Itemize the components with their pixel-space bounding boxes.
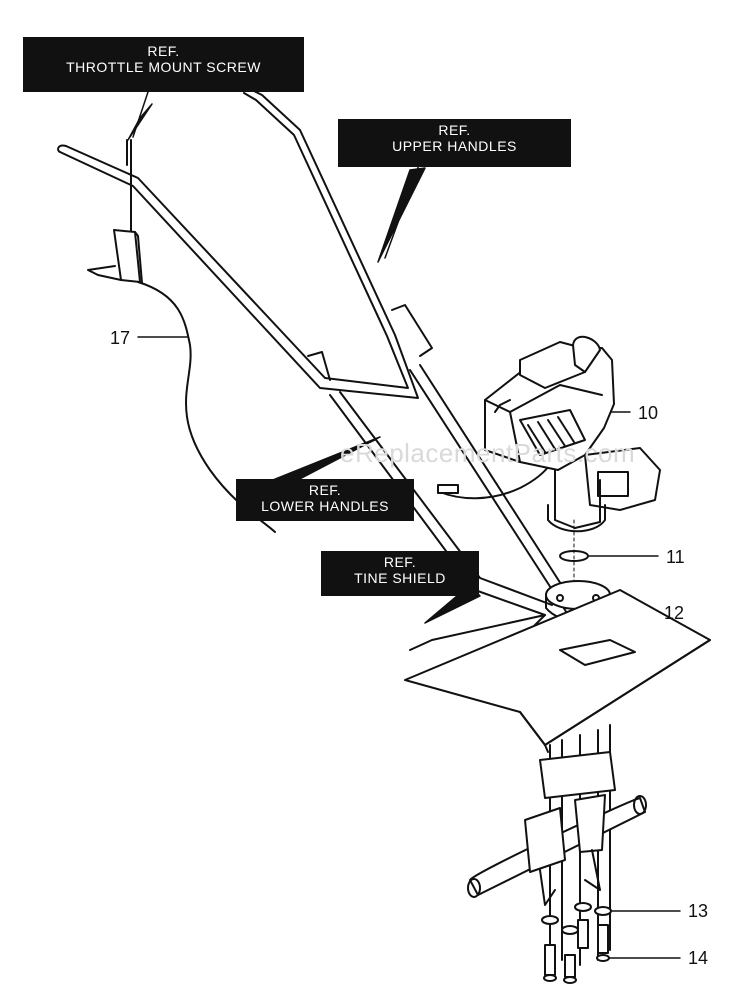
label-upper-handles: REF. UPPER HANDLES [338, 119, 571, 167]
label-ref: REF. [308, 482, 342, 498]
tine-shield [404, 589, 711, 753]
callout-14: 14 [688, 948, 709, 968]
callout-10: 10 [638, 403, 659, 423]
label-ref: REF. [383, 554, 417, 570]
callout-17: 17 [110, 328, 131, 348]
cable-end [439, 461, 553, 500]
label-ref: REF. [438, 122, 471, 138]
label-text: THROTTLE MOUNT SCREW [66, 59, 261, 75]
bolts-washers [541, 902, 612, 984]
callout-13: 13 [688, 901, 709, 921]
throttle-bracket [87, 139, 143, 284]
label-throttle-mount-screw: REF. THROTTLE MOUNT SCREW [23, 37, 304, 92]
label-tine-shield: REF. TINE SHIELD [321, 551, 479, 596]
label-lower-handles: REF. LOWER HANDLES [236, 479, 414, 521]
cable-connector [437, 484, 459, 494]
watermark: eReplacementParts.com [340, 438, 636, 468]
label-text: UPPER HANDLES [392, 138, 517, 154]
upper-handles [57, 87, 433, 399]
engine [484, 335, 661, 533]
callout-11: 11 [666, 547, 685, 567]
label-text: TINE SHIELD [354, 570, 446, 586]
label-ref: REF. [147, 43, 180, 59]
tine-assembly [467, 724, 647, 966]
label-text: LOWER HANDLES [261, 498, 389, 514]
callout-12: 12 [664, 603, 685, 623]
